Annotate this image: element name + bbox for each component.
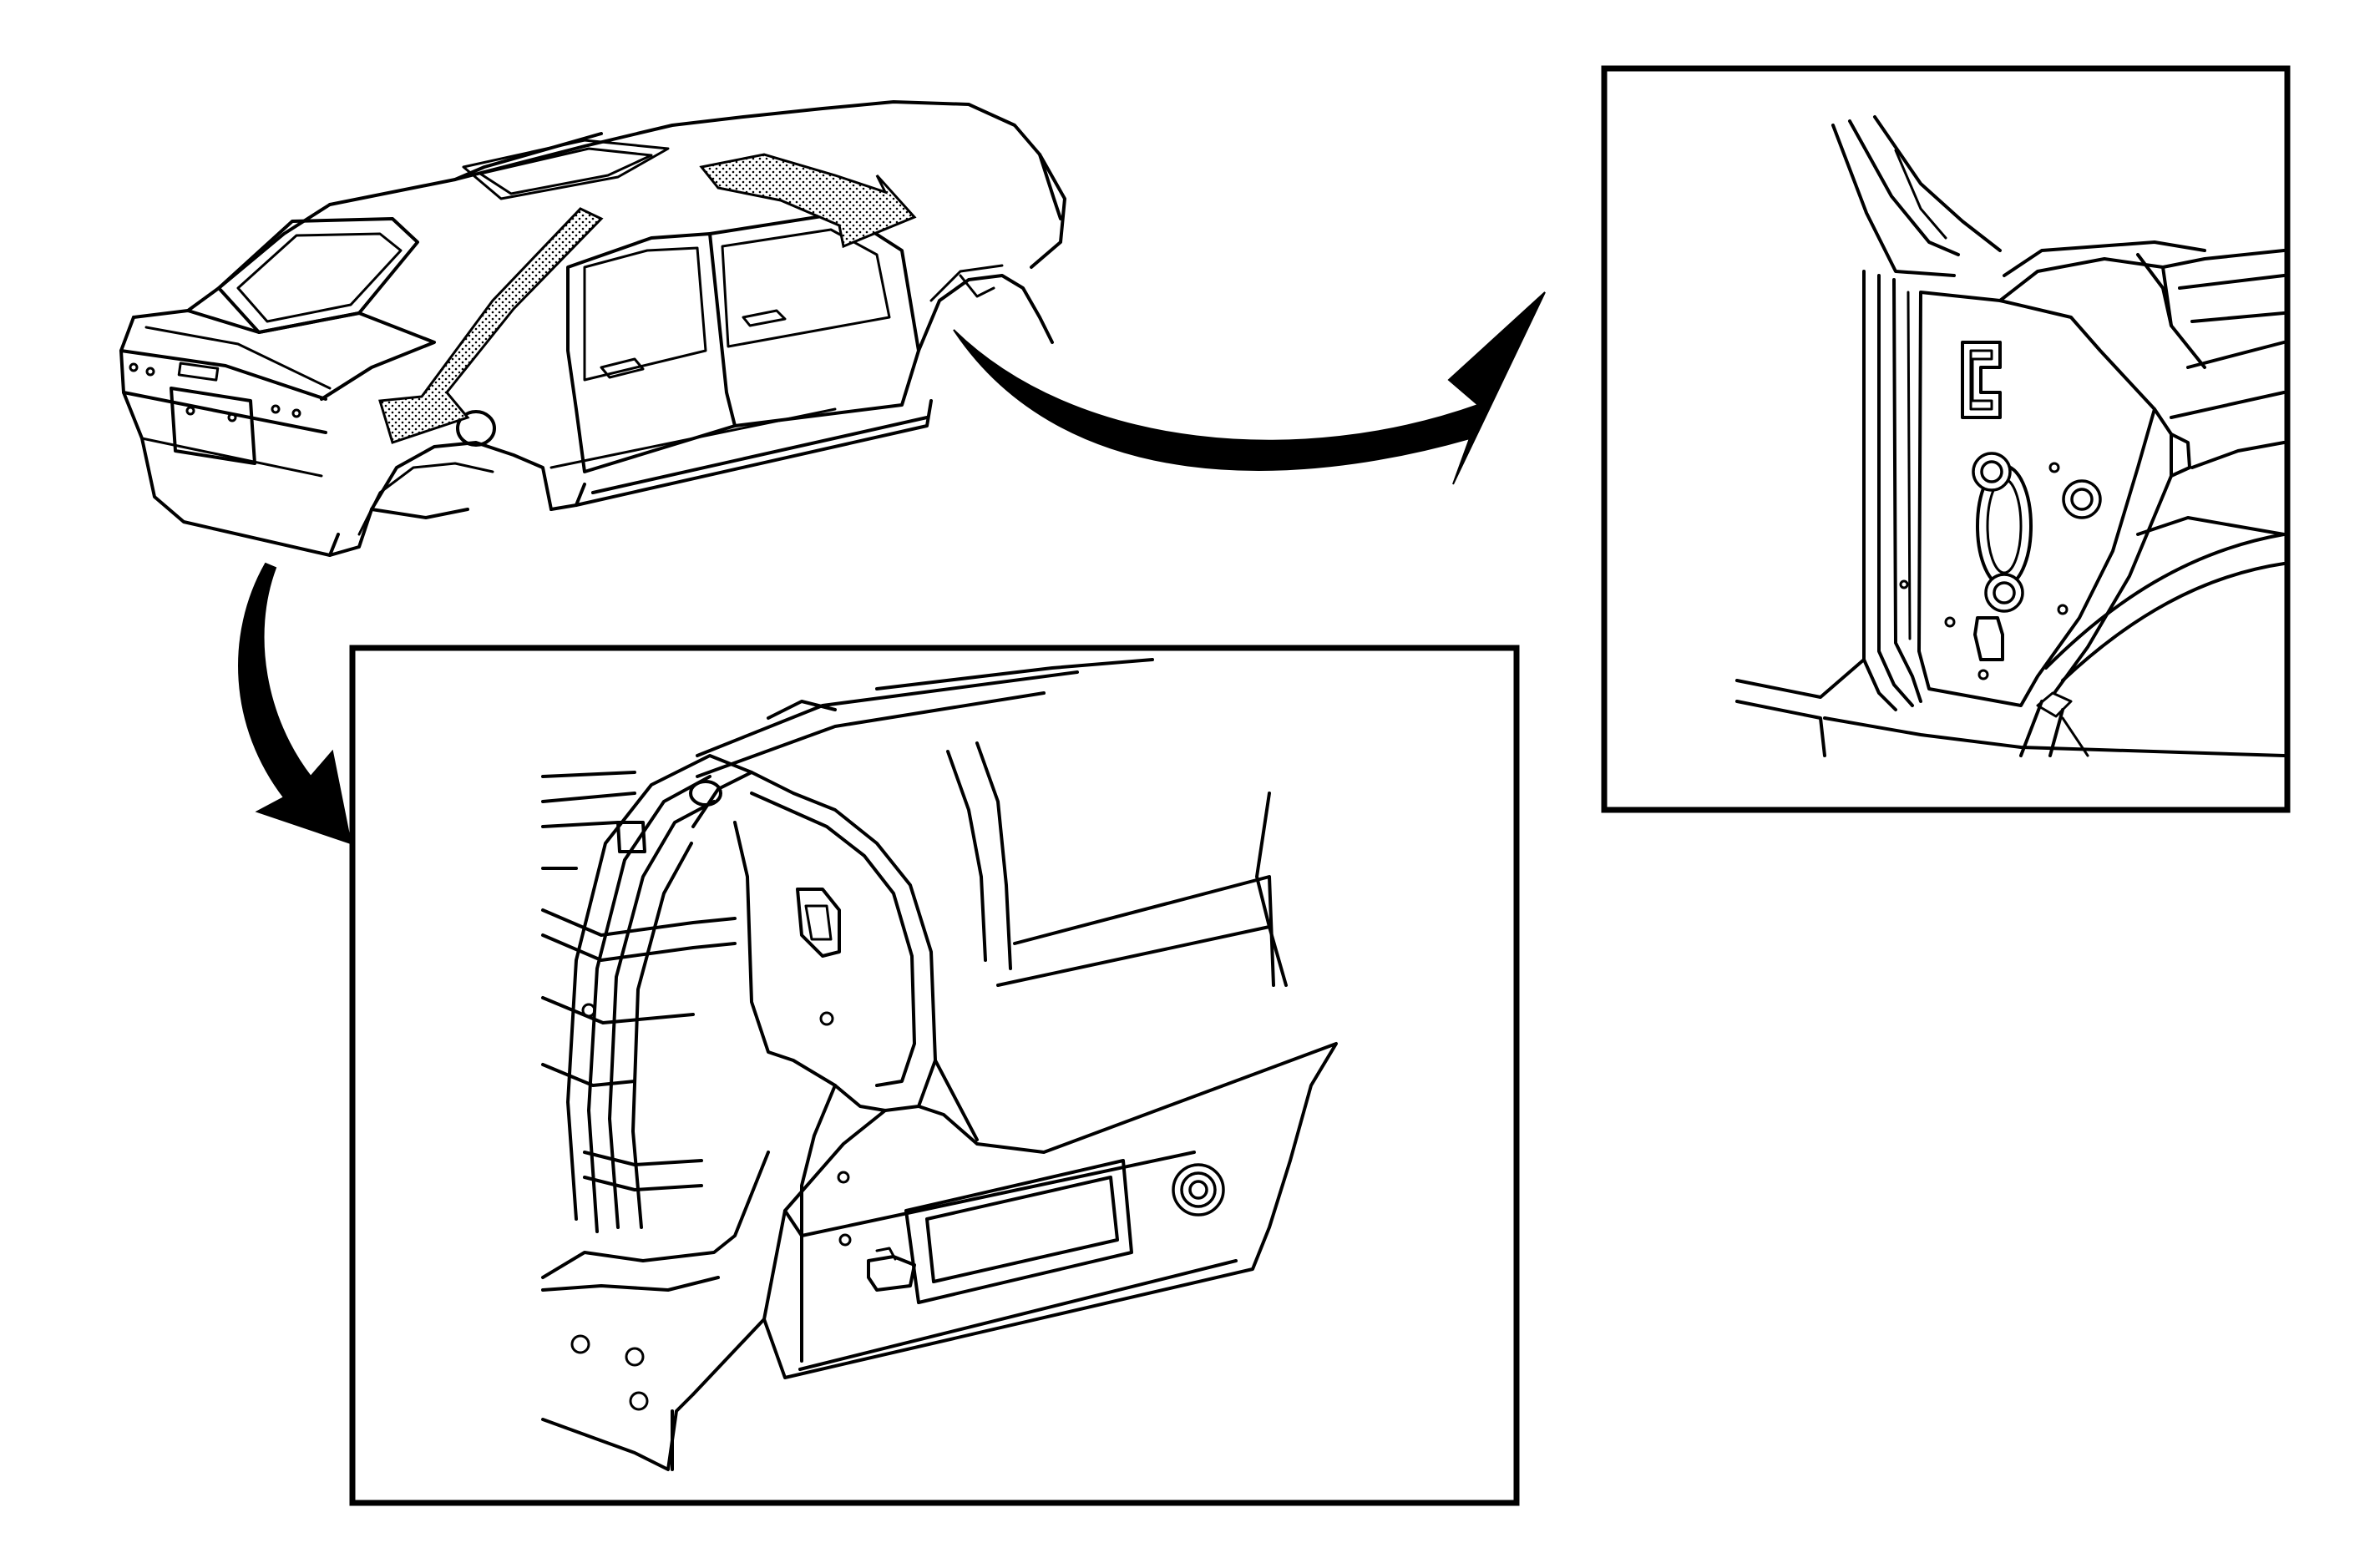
- detail-rear-quarter-inner: [349, 645, 1520, 1506]
- vehicle-overview: [119, 100, 1066, 557]
- roof-rail-highlight: [378, 207, 604, 444]
- detail-rear-wheelhouse: [1601, 65, 2291, 813]
- curved-arrow-right: [953, 291, 1546, 485]
- curved-arrow-down: [238, 562, 352, 845]
- roof-rear-pillar-highlight: [699, 153, 917, 249]
